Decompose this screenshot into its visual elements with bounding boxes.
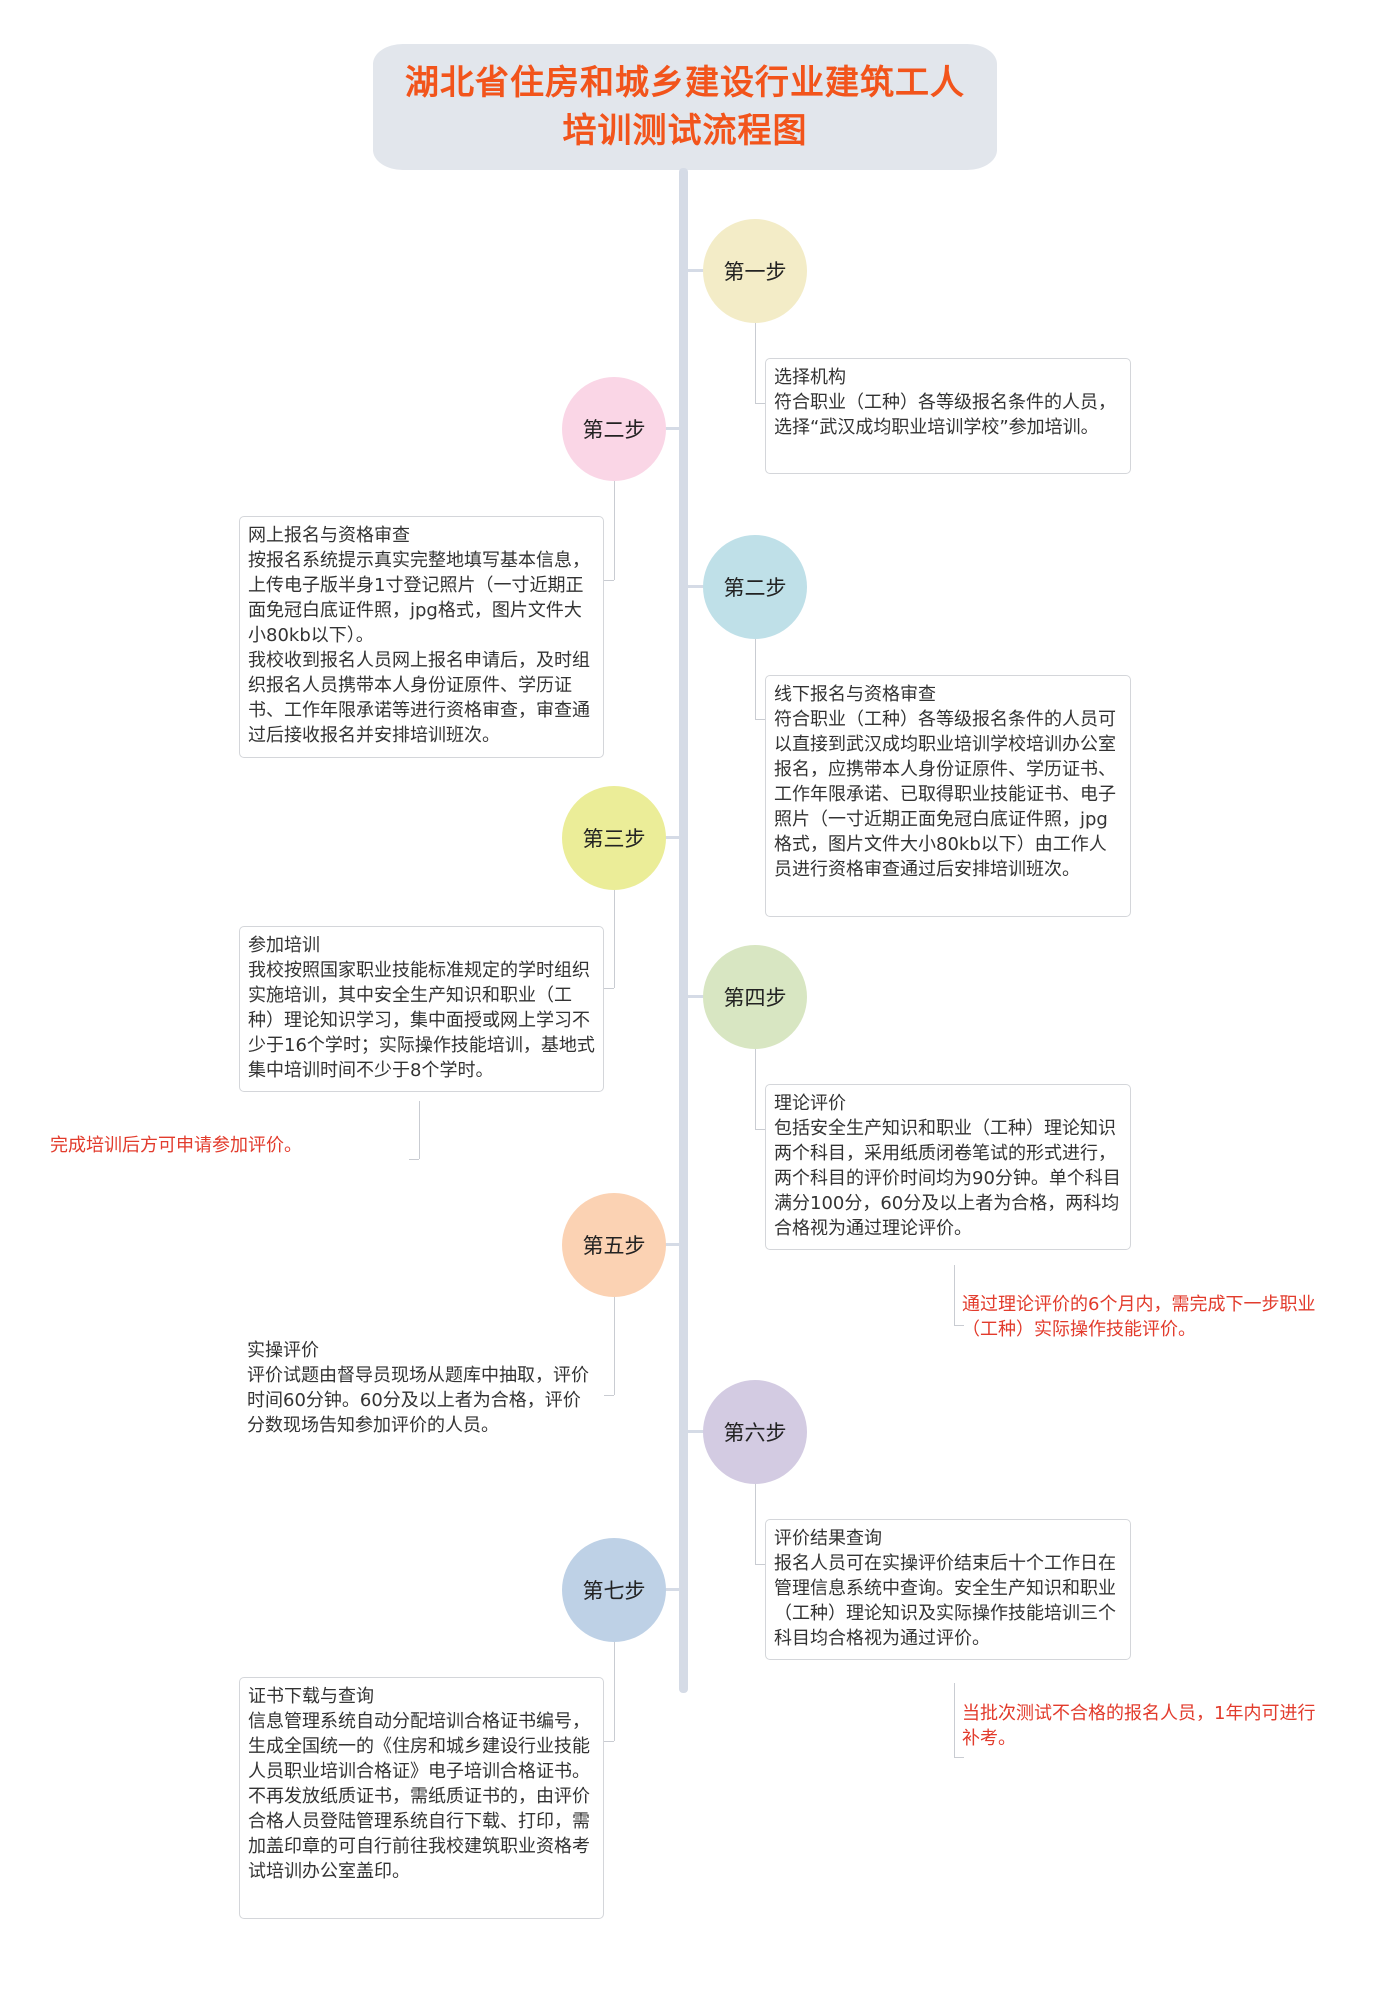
branch-step1 xyxy=(684,269,704,272)
step-5-circle: 第五步 xyxy=(562,1193,666,1297)
step-2-left-circle: 第二步 xyxy=(562,377,666,481)
step-1-circle: 第一步 xyxy=(703,219,807,323)
connector-step1 xyxy=(755,321,756,403)
step-3-label: 第三步 xyxy=(582,827,646,851)
connector-step1-h xyxy=(755,403,765,404)
box-step-1: 选择机构 符合职业（工种）各等级报名条件的人员，选择“武汉成均职业培训学校”参加… xyxy=(765,358,1131,474)
step-4-label: 第四步 xyxy=(723,986,787,1010)
box-step-3-heading: 参加培训 xyxy=(248,935,320,956)
branch-step7 xyxy=(665,1588,685,1591)
step-4-circle: 第四步 xyxy=(703,945,807,1049)
connector-step3-h xyxy=(604,988,614,989)
box-step-6: 评价结果查询 报名人员可在实操评价结束后十个工作日在管理信息系统中查询。安全生产… xyxy=(765,1519,1131,1660)
connector-step6-h xyxy=(755,1564,765,1565)
connector-step4 xyxy=(755,1047,756,1129)
connector-step5-h xyxy=(604,1395,614,1396)
connector-note6-h xyxy=(954,1757,964,1758)
branch-step2-left xyxy=(665,427,685,430)
connector-step5 xyxy=(614,1295,615,1395)
connector-note3-h xyxy=(409,1159,419,1160)
box-step-2-left-heading: 网上报名与资格审查 xyxy=(248,525,410,546)
box-step-6-body: 报名人员可在实操评价结束后十个工作日在管理信息系统中查询。安全生产知识和职业（工… xyxy=(774,1553,1116,1649)
step-5-label: 第五步 xyxy=(582,1234,646,1258)
step-2-right-label: 第二步 xyxy=(723,576,787,600)
box-step-4: 理论评价 包括安全生产知识和职业（工种）理论知识两个科目，采用纸质闭卷笔试的形式… xyxy=(765,1084,1131,1250)
connector-step2-left-h xyxy=(604,580,614,581)
box-step-2-right-body: 符合职业（工种）各等级报名条件的人员可以直接到武汉成均职业培训学校培训办公室报名… xyxy=(774,709,1116,880)
box-step-2-left-body-1: 按报名系统提示真实完整地填写基本信息，上传电子版半身1寸登记照片（一寸近期正面免… xyxy=(248,550,590,646)
branch-step5 xyxy=(665,1243,685,1246)
note-after-theory: 通过理论评价的6个月内，需完成下一步职业（工种）实际操作技能评价。 xyxy=(962,1294,1316,1340)
step-7-circle: 第七步 xyxy=(562,1538,666,1642)
connector-step3 xyxy=(614,888,615,988)
note-after-training: 完成培训后方可申请参加评价。 xyxy=(50,1135,302,1156)
title-line-1: 湖北省住房和城乡建设行业建筑工人 xyxy=(405,63,965,103)
timeline-spine xyxy=(679,168,688,1693)
connector-note3 xyxy=(419,1101,420,1159)
box-step-5-heading: 实操评价 xyxy=(247,1340,319,1361)
box-step-4-heading: 理论评价 xyxy=(774,1093,846,1114)
box-step-2-right: 线下报名与资格审查 符合职业（工种）各等级报名条件的人员可以直接到武汉成均职业培… xyxy=(765,675,1131,917)
box-step-6-heading: 评价结果查询 xyxy=(774,1528,882,1549)
note-retest: 当批次测试不合格的报名人员，1年内可进行补考。 xyxy=(962,1703,1316,1749)
box-step-3: 参加培训 我校按照国家职业技能标准规定的学时组织实施培训，其中安全生产知识和职业… xyxy=(239,926,604,1092)
title-line-2: 培训测试流程图 xyxy=(562,111,808,151)
box-step-7-body-2: 不再发放纸质证书，需纸质证书的，由评价合格人员登陆管理系统自行下载、打印，需加盖… xyxy=(248,1786,590,1882)
connector-step2-right-h xyxy=(755,719,765,720)
box-step-2-left-body-2: 我校收到报名人员网上报名申请后，及时组织报名人员携带本人身份证原件、学历证书、工… xyxy=(248,650,590,746)
connector-step7-h xyxy=(604,1741,614,1742)
step-2-left-label: 第二步 xyxy=(582,418,646,442)
box-step-2-left: 网上报名与资格审查 按报名系统提示真实完整地填写基本信息，上传电子版半身1寸登记… xyxy=(239,516,604,758)
branch-step3 xyxy=(665,836,685,839)
connector-step4-h xyxy=(755,1129,765,1130)
step-7-label: 第七步 xyxy=(582,1579,646,1603)
branch-step2-right xyxy=(684,585,704,588)
step-6-label: 第六步 xyxy=(723,1421,787,1445)
connector-note4 xyxy=(954,1265,955,1325)
box-step-4-body: 包括安全生产知识和职业（工种）理论知识两个科目，采用纸质闭卷笔试的形式进行，两个… xyxy=(774,1118,1121,1239)
title-box: 湖北省住房和城乡建设行业建筑工人 培训测试流程图 xyxy=(373,44,997,170)
connector-note4-h xyxy=(954,1325,964,1326)
connector-step6 xyxy=(755,1482,756,1564)
connector-step2-left xyxy=(614,479,615,580)
branch-step4 xyxy=(684,995,704,998)
step-1-label: 第一步 xyxy=(723,260,787,284)
box-step-7-body-1: 信息管理系统自动分配培训合格证书编号，生成全国统一的《住房和城乡建设行业技能人员… xyxy=(248,1711,590,1782)
box-step-3-body: 我校按照国家职业技能标准规定的学时组织实施培训，其中安全生产知识和职业（工种）理… xyxy=(248,960,595,1081)
step-2-right-circle: 第二步 xyxy=(703,535,807,639)
step-6-circle: 第六步 xyxy=(703,1380,807,1484)
box-step-5: 实操评价 评价试题由督导员现场从题库中抽取，评价时间60分钟。60分及以上者为合… xyxy=(239,1332,604,1448)
branch-step6 xyxy=(684,1430,704,1433)
box-step-7: 证书下载与查询 信息管理系统自动分配培训合格证书编号，生成全国统一的《住房和城乡… xyxy=(239,1677,604,1919)
box-step-1-body: 符合职业（工种）各等级报名条件的人员，选择“武汉成均职业培训学校”参加培训。 xyxy=(774,392,1116,438)
box-step-1-heading: 选择机构 xyxy=(774,367,846,388)
step-3-circle: 第三步 xyxy=(562,786,666,890)
connector-step2-right xyxy=(755,637,756,719)
connector-note6 xyxy=(954,1683,955,1757)
box-step-2-right-heading: 线下报名与资格审查 xyxy=(774,684,936,705)
box-step-5-body: 评价试题由督导员现场从题库中抽取，评价时间60分钟。60分及以上者为合格，评价分… xyxy=(247,1365,589,1436)
box-step-7-heading: 证书下载与查询 xyxy=(248,1686,374,1707)
connector-step7 xyxy=(614,1640,615,1741)
